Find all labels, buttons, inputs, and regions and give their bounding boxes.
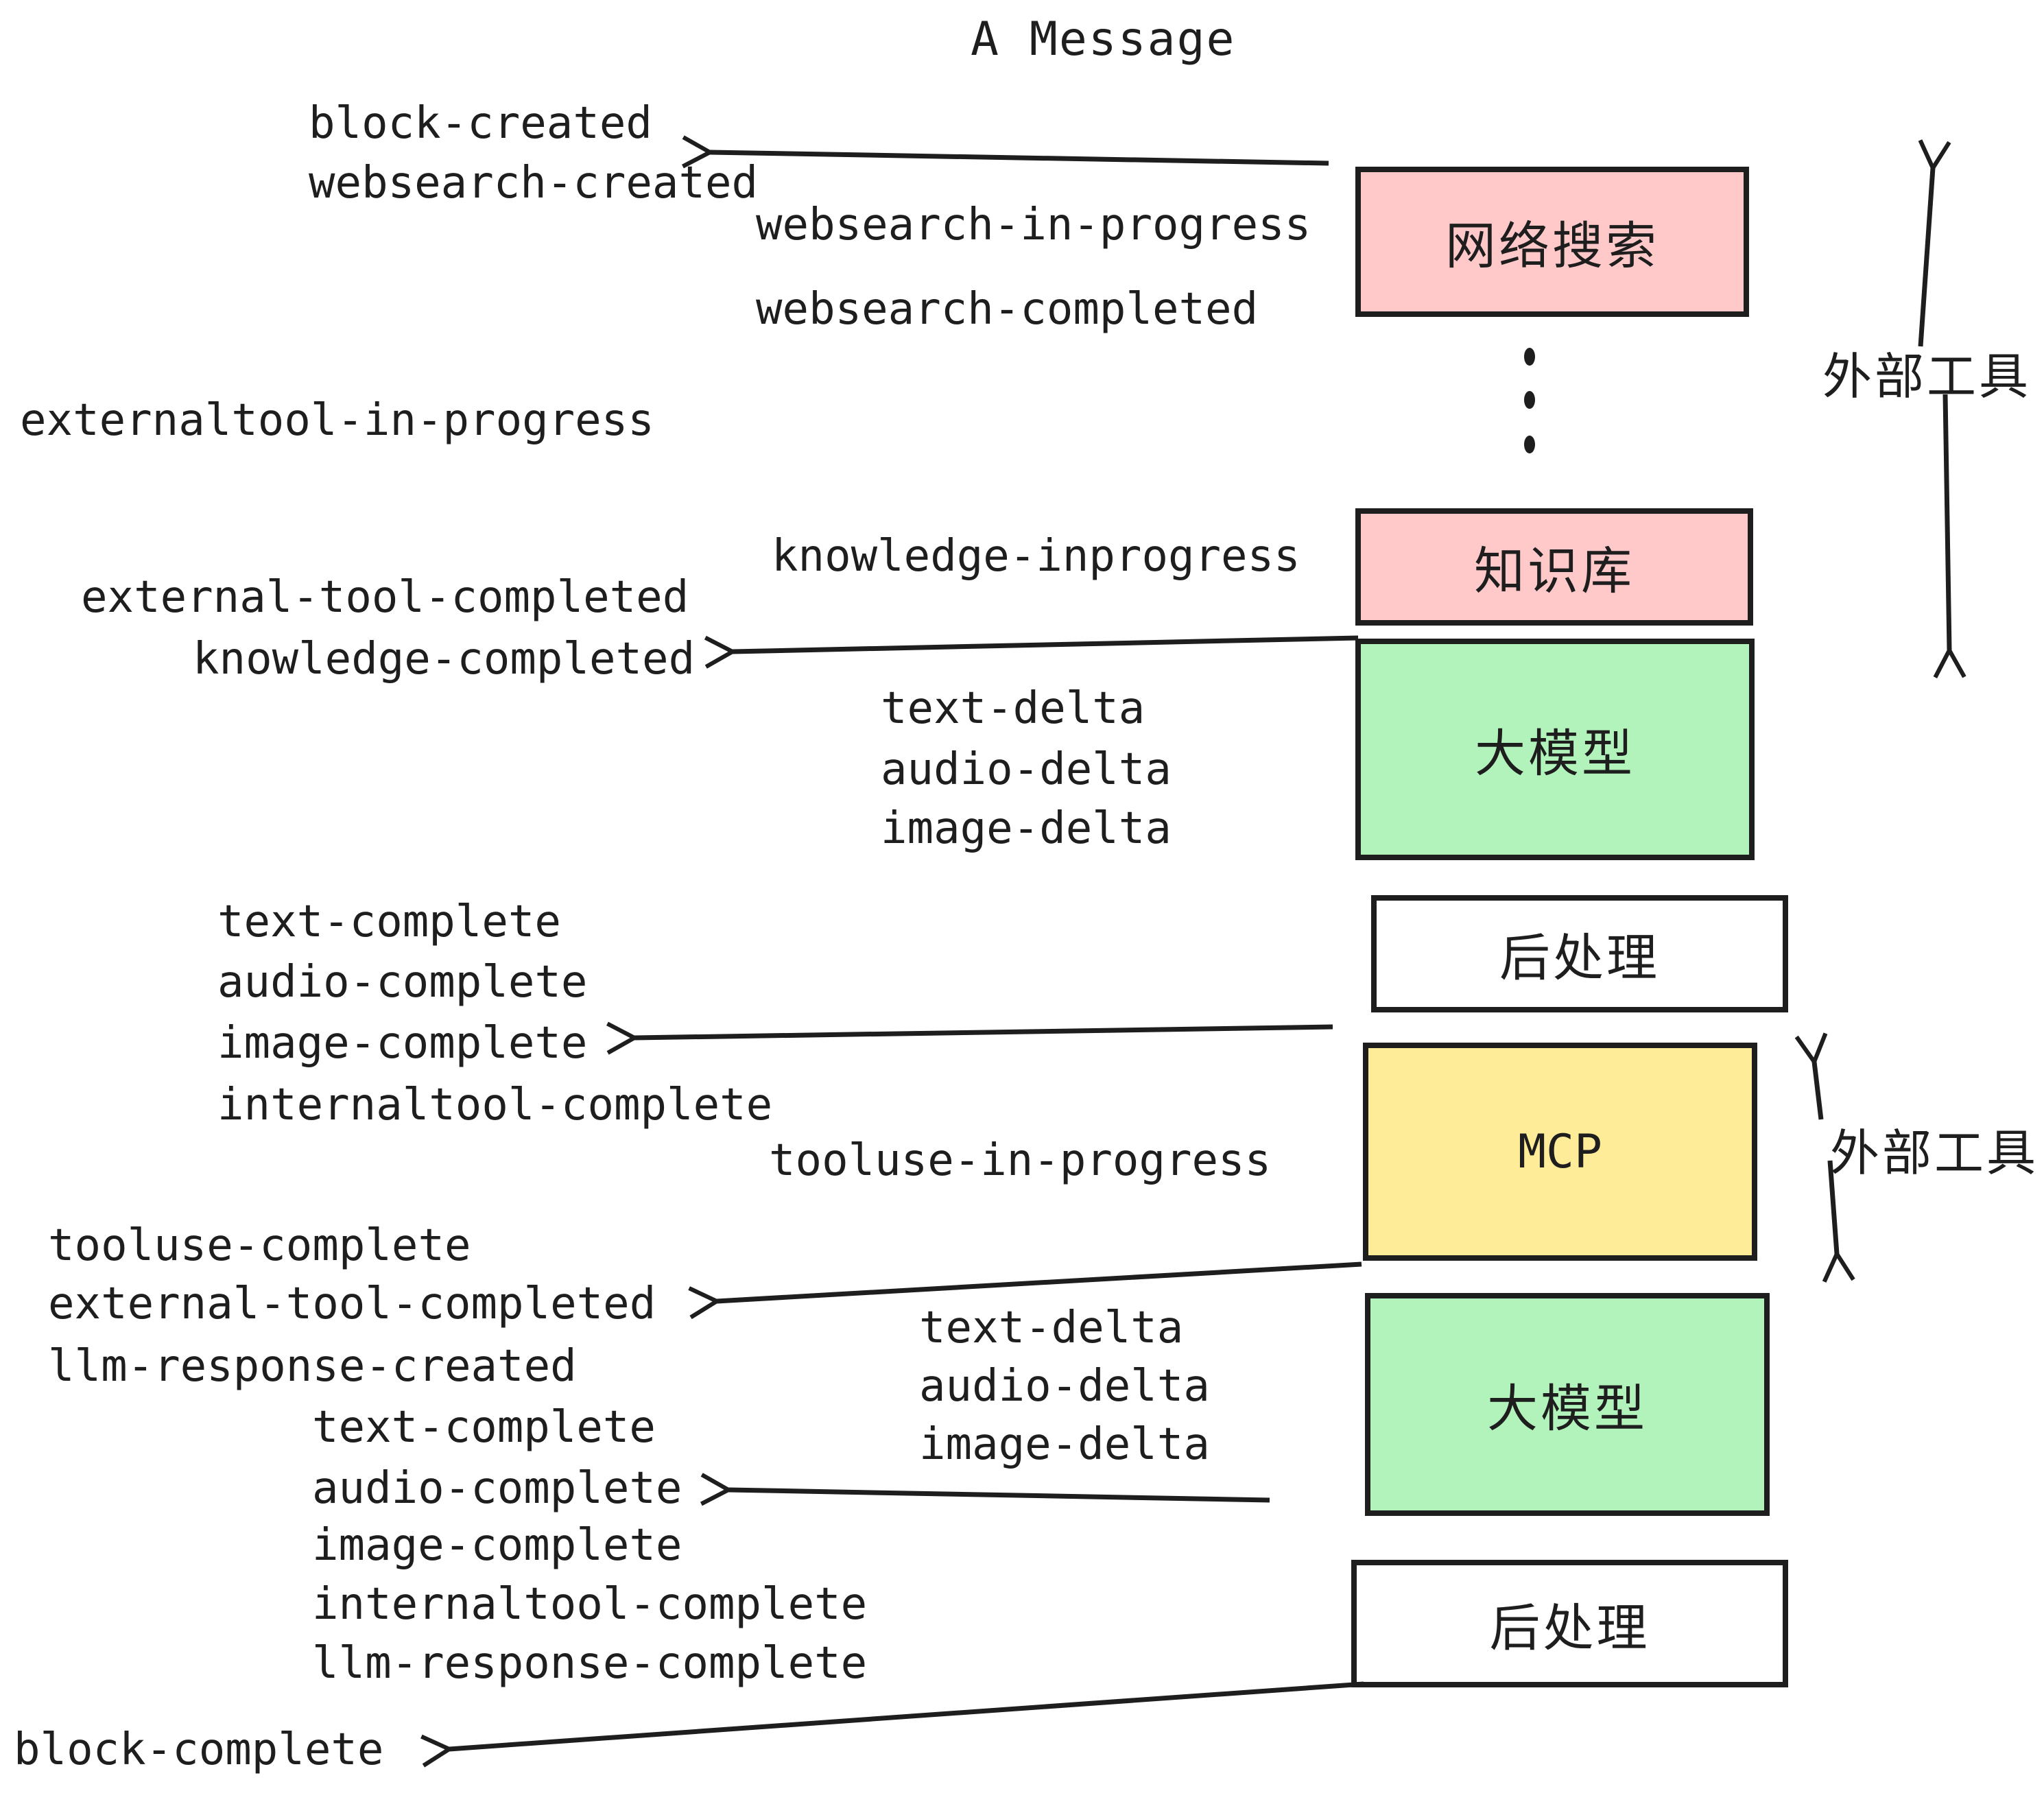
box-knowledge-base: 知识库	[1355, 508, 1753, 626]
side-label-external-tools-2: 外部工具	[1830, 1126, 2039, 1181]
box-web-search: 网络搜索	[1355, 167, 1749, 317]
event-audio-delta-1: audio-delta	[881, 744, 1172, 795]
box-mcp: MCP	[1363, 1043, 1757, 1261]
arrow-external-tool-completed	[688, 1261, 1362, 1320]
event-text-delta-2: text-delta	[919, 1303, 1184, 1353]
event-tooluse-complete: tooluse-complete	[48, 1220, 471, 1271]
event-text-complete-2: text-complete	[312, 1402, 656, 1453]
box-llm-2: 大模型	[1365, 1293, 1770, 1516]
event-websearch-created: websearch-created	[309, 158, 759, 209]
box-post-process-2: 后处理	[1351, 1560, 1788, 1687]
event-text-delta-1: text-delta	[881, 683, 1145, 734]
event-external-tool-completed-2: external-tool-completed	[48, 1279, 656, 1329]
event-image-complete-2: image-complete	[312, 1520, 682, 1571]
box-llm-2-label: 大模型	[1487, 1380, 1648, 1437]
event-websearch-in-progress: websearch-in-progress	[756, 200, 1311, 250]
arrow-audio-complete	[700, 1473, 1270, 1506]
box-mcp-label: MCP	[1518, 1124, 1602, 1179]
event-tooluse-in-progress: tooluse-in-progress	[769, 1135, 1272, 1186]
event-websearch-completed: websearch-completed	[756, 284, 1259, 335]
arrow-image-complete	[606, 1021, 1333, 1055]
diagram-title: A Message	[971, 12, 1236, 67]
event-llm-response-complete: llm-response-complete	[312, 1638, 868, 1689]
arrow-block-complete	[420, 1681, 1364, 1768]
external-tools-2-up-arrow	[1794, 1032, 1828, 1120]
event-audio-complete-2: audio-complete	[312, 1463, 682, 1514]
event-llm-response-created: llm-response-created	[48, 1341, 577, 1392]
box-post-process-2-label: 后处理	[1489, 1599, 1650, 1657]
event-audio-complete-1: audio-complete	[217, 957, 588, 1008]
ellipsis-dot	[1524, 436, 1535, 453]
event-externaltool-in-progress: externaltool-in-progress	[20, 395, 654, 446]
ellipsis-dot	[1524, 391, 1535, 409]
box-llm-1-label: 大模型	[1475, 725, 1635, 782]
event-image-delta-1: image-delta	[881, 803, 1172, 854]
external-tools-1-up-arrow	[1918, 139, 1951, 347]
event-image-delta-2: image-delta	[919, 1419, 1210, 1470]
box-llm-1: 大模型	[1355, 639, 1755, 860]
ellipsis-dot	[1524, 348, 1535, 366]
event-knowledge-inprogress: knowledge-inprogress	[772, 531, 1300, 582]
event-internaltool-complete-1: internaltool-complete	[217, 1080, 773, 1130]
event-external-tool-completed-1: external-tool-completed	[81, 572, 689, 623]
side-label-external-tools-1: 外部工具	[1822, 350, 2032, 405]
event-block-created: block-created	[309, 98, 652, 149]
event-text-complete-1: text-complete	[217, 897, 561, 947]
box-post-process-1: 后处理	[1371, 895, 1788, 1012]
event-image-complete-1: image-complete	[217, 1018, 588, 1069]
event-block-complete: block-complete	[14, 1724, 384, 1775]
box-post-process-1-label: 后处理	[1499, 929, 1660, 986]
arrow-websearch-created	[682, 135, 1329, 169]
event-knowledge-completed: knowledge-completed	[193, 634, 696, 685]
event-audio-delta-2: audio-delta	[919, 1361, 1210, 1412]
external-tools-1-down-arrow	[1933, 394, 1966, 678]
box-knowledge-base-label: 知识库	[1474, 543, 1635, 600]
event-internaltool-complete-2: internaltool-complete	[312, 1579, 868, 1630]
box-web-search-label: 网络搜索	[1445, 217, 1659, 274]
arrow-knowledge-completed	[704, 635, 1359, 669]
